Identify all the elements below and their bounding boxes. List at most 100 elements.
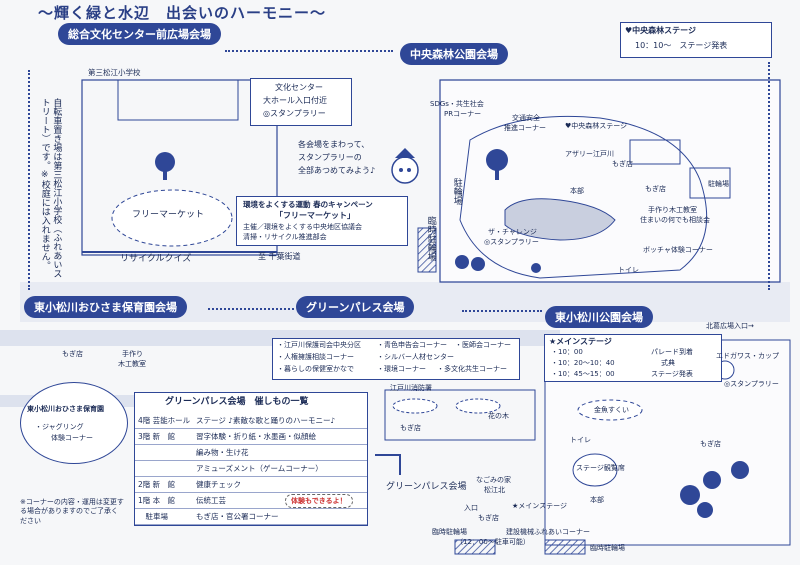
culture-line1: 文化センター xyxy=(275,83,323,92)
route-left-vertical xyxy=(28,70,30,290)
green-corner-2: ・青色申告会コーナー xyxy=(377,341,447,349)
schedule-text: 編み物・生け花 xyxy=(196,448,249,457)
route-sogo-chuo xyxy=(225,50,393,52)
entrance-label: 入口 xyxy=(464,504,478,512)
culture-center-box: 文化センター 大ホール入口付近 ◎スタンプラリー xyxy=(250,78,352,126)
nagomi-label-2: 松江北 xyxy=(484,486,505,494)
schedule-row: 1階 本 館 伝統工芸 xyxy=(135,493,367,509)
stage-event-1: パレード到着 xyxy=(651,348,693,356)
stage-event-2: 式典 xyxy=(661,359,675,367)
green-temp-parking-time: （12：00〜駐車可能） xyxy=(456,538,530,546)
challenge-label-2: ◎スタンプラリー xyxy=(484,238,539,246)
school-label: 第三松江小学校 xyxy=(88,68,141,77)
schedule-floor: 3階 新 館 xyxy=(138,432,176,441)
bike-note: 自転車置き場は第三松江小学校（ふれあいストリート）です。※校庭には入れません。 xyxy=(39,98,62,278)
hoikuen-item-2: 体験コーナー xyxy=(51,434,93,442)
hananoki-label: 花の木 xyxy=(488,412,509,420)
campaign-line2: 「フリーマーケット」 xyxy=(275,211,355,220)
hoikuen-item-1: ・ジャグリング xyxy=(35,423,84,431)
stamp-msg-2: スタンプラリーの xyxy=(298,153,362,162)
schedule-floor: 1階 本 館 xyxy=(138,496,176,505)
venue-sogo-label: 総合文化センター前広場会場 xyxy=(58,23,221,45)
schedule-floor: 4階 芸能ホール xyxy=(138,416,191,425)
park-temp-parking: 臨時駐輪場 xyxy=(590,544,625,552)
goldfish-label: 金魚すくい xyxy=(594,406,629,414)
green-mogi-2: もぎ店 xyxy=(478,514,499,522)
chuo-stage-time: 10：10〜 ステージ発表 xyxy=(635,41,728,50)
boccia-label: ボッチャ体験コーナー xyxy=(643,246,713,254)
craft-label-2: 住まいの何でも相談会 xyxy=(640,216,710,224)
left-craft-1: 手作り xyxy=(122,350,143,358)
craft-label-1: 手作り木工教室 xyxy=(648,206,697,214)
left-mogi: もぎ店 xyxy=(62,350,83,358)
schedule-title: グリーンパレス会場 催しもの一覧 xyxy=(165,397,309,407)
main-stage-title: ★メインステージ xyxy=(549,337,612,346)
schedule-text: もぎ店・官公署コーナー xyxy=(196,512,279,521)
venue-chuo-label: 中央森林公園会場 xyxy=(400,43,508,65)
nagomi-label-1: なごみの家 xyxy=(476,476,511,484)
safety-label-1: 交通安全 xyxy=(512,114,540,122)
schedule-floor: 2階 新 館 xyxy=(138,480,176,489)
schedule-row: 編み物・生け花 xyxy=(135,445,367,461)
campaign-line1: 環境をよくする運動 春のキャンペーン xyxy=(243,200,373,209)
schedule-text: 健康チェック xyxy=(196,480,241,489)
green-corner-7: ・環境コーナー xyxy=(377,365,426,373)
stamp-msg-1: 各会場をまわって、 xyxy=(298,140,370,149)
schedule-text: アミューズメント（ゲームコーナー） xyxy=(196,464,323,473)
campaign-box: 環境をよくする運動 春のキャンペーン 「フリーマーケット」 主催／環境をよくする… xyxy=(236,196,408,246)
schedule-text: 伝統工芸 xyxy=(196,496,226,505)
page-title: 〜輝く緑と水辺 出会いのハーモニー〜 xyxy=(38,4,327,22)
green-mogi-label: もぎ店 xyxy=(400,424,421,432)
campaign-line4: 清掃・リサイクル推進部会 xyxy=(243,233,327,241)
chuo-parking-label: 駐輪場 xyxy=(451,178,462,205)
flea-market-label: フリーマーケット xyxy=(132,210,205,220)
stage-event-3: ステージ発表 xyxy=(651,370,693,378)
schedule-text: 習字体験・折り紙・水墨画・似顔絵 xyxy=(196,432,316,441)
schedule-text: ステージ ♪素敵な歌と踊りのハーモニー♪ xyxy=(196,416,336,425)
sdgs-label-2: PRコーナー xyxy=(444,110,482,118)
experience-badge: 体験もできるよ！ xyxy=(285,494,353,508)
campaign-line3: 主催／環境をよくする中央地区協議会 xyxy=(243,223,362,231)
schedule-floor: 駐車場 xyxy=(138,512,168,521)
park-toilet: トイレ xyxy=(570,436,591,444)
venue-park-label: 東小松川公園会場 xyxy=(545,306,653,328)
chuo-mogi-2: もぎ店 xyxy=(645,185,666,193)
hoikuen-oval: 東小松川おひさま保育園 ・ジャグリング 体験コーナー xyxy=(20,382,128,464)
culture-line3: ◎スタンプラリー xyxy=(263,109,326,118)
safety-label-2: 推進コーナー xyxy=(504,124,546,132)
stage-time-2: ・10：20〜10：40 xyxy=(551,359,615,367)
chiba-direction: 至 千葉街道 xyxy=(258,252,301,261)
sdgs-label-1: SDGs・共生社会 xyxy=(430,100,484,108)
chuo-bike: 駐輪場 xyxy=(708,180,729,188)
schedule-row: 3階 新 館 習字体験・折り紙・水墨画・似顔絵 xyxy=(135,429,367,445)
route-hoikuen-green xyxy=(208,308,294,310)
green-palace-map-label: グリーンパレス会場 xyxy=(386,482,467,492)
chuo-stage-box: ♥中央森林ステージ 10：10〜 ステージ発表 xyxy=(620,22,772,58)
chuo-mogi-1: もぎ店 xyxy=(612,160,633,168)
green-corner-6: ・暮らしの保健室かなで xyxy=(277,365,354,373)
stamp-msg-3: 全部あつめてみよう♪ xyxy=(298,166,376,175)
schedule-row: アミューズメント（ゲームコーナー） xyxy=(135,461,367,477)
green-corner-3: ・医師会コーナー xyxy=(455,341,511,349)
hoikuen-title: 東小松川おひさま保育園 xyxy=(27,405,104,413)
venue-green-label: グリーンパレス会場 xyxy=(296,296,415,318)
chuo-honbu: 本部 xyxy=(570,187,584,195)
park-mogi: もぎ店 xyxy=(700,440,721,448)
green-corner-box: ・江戸川保護司会中央分区 ・青色申告会コーナー ・医師会コーナー ・人権擁護相談… xyxy=(272,338,520,380)
green-corner-4: ・人権擁護相談コーナー xyxy=(277,353,354,361)
schedule-row: 2階 新 館 健康チェック xyxy=(135,477,367,493)
chuo-stage-map-label: ♥中央森林ステージ xyxy=(565,122,628,130)
culture-line2: 大ホール入口付近 xyxy=(263,96,327,105)
schedule-row: 駐車場 もぎ店・官公署コーナー xyxy=(135,509,367,525)
edo-cup-label: エドガワス・カップ xyxy=(716,352,779,360)
footnote: ※コーナーの内容・運用は変更する場合がありますのでご了承ください xyxy=(20,498,124,525)
park-stamp-label: ◎スタンプラリー xyxy=(724,380,779,388)
recycle-quiz-label: リサイクルクイズ xyxy=(120,254,192,264)
fire-station-label: 江戸川消防署 xyxy=(390,384,432,392)
route-green-park xyxy=(462,310,542,312)
main-stage-map-label: ★メインステージ xyxy=(512,502,567,510)
chuo-stage-title: ♥中央森林ステージ xyxy=(625,26,697,35)
stage-time-1: ・10：00 xyxy=(551,348,583,356)
